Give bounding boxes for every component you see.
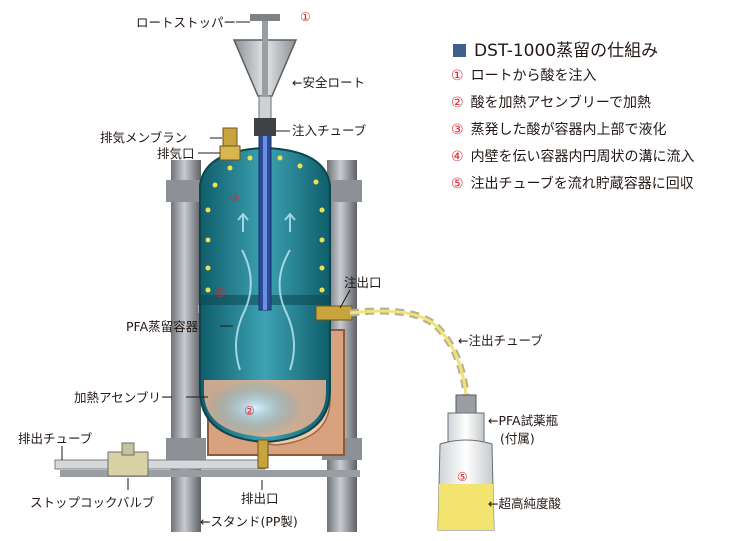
legend-item-text: 内壁を伝い容器内円周状の溝に流入: [470, 149, 695, 165]
marker-2: ②: [244, 404, 255, 418]
marker-5: ⑤: [457, 470, 468, 484]
stand-collar-bottom-left: [166, 438, 206, 460]
label-pfa-vessel: PFA蒸留容器: [126, 319, 199, 334]
label-funnel-stopper: ロートストッパー: [136, 15, 236, 30]
stopcock-valve-body: [107, 451, 149, 477]
legend-square-icon: [453, 44, 466, 57]
legend-item: ② 酸を加熱アセンブリーで加熱: [451, 93, 695, 120]
marker-1: ①: [300, 10, 311, 24]
label-pfa-bottle-line2: (付属): [500, 431, 535, 446]
marker-4: ④: [215, 286, 226, 300]
label-exhaust-port: 排気口: [157, 146, 195, 161]
legend-item-text: 注出チューブを流れ貯蔵容器に回収: [470, 176, 694, 192]
pfa-bottle: [437, 394, 495, 531]
label-exhaust-membrane: 排気メンブラン: [100, 130, 187, 145]
legend-item-text: ロートから酸を注入: [470, 68, 597, 84]
inject-tube-core: [263, 125, 267, 310]
label-heating-assembly: 加熱アセンブリー: [74, 390, 173, 405]
funnel-stopper: [262, 18, 268, 96]
legend-item-number: ①: [451, 68, 464, 84]
legend-item-text: 蒸発した酸が容器内上部で液化: [470, 122, 667, 138]
legend-item: ④ 内壁を伝い容器内円周状の溝に流入: [451, 147, 695, 174]
label-drain-port: 排出口: [241, 491, 279, 506]
funnel-stopper-cap: [250, 14, 280, 21]
label-inject-tube: 注入チューブ: [292, 123, 367, 138]
legend-item-number: ②: [451, 95, 464, 111]
legend-item: ⑤ 注出チューブを流れ貯蔵容器に回収: [451, 174, 695, 201]
label-drain-tube: 排出チューブ: [18, 431, 93, 446]
vapor-wisps: [235, 212, 296, 371]
legend-item: ① ロートから酸を注入: [451, 66, 695, 93]
marker-3: ③: [229, 191, 240, 205]
condensation-dots: [205, 155, 325, 293]
legend-item-number: ③: [451, 122, 464, 138]
legend-list: ① ロートから酸を注入 ② 酸を加熱アセンブリーで加熱 ③ 蒸発した酸が容器内上部で液…: [451, 66, 695, 201]
outlet-port: [315, 305, 353, 321]
stopcock-valve-handle: [121, 442, 135, 456]
legend-title: DST-1000蒸留の仕組み: [453, 36, 658, 61]
legend-item: ③ 蒸発した酸が容器内上部で液化: [451, 120, 695, 147]
ultra-pure-acid-liquid: [438, 484, 494, 530]
label-stopcock-valve: ストップコックバルブ: [30, 495, 155, 510]
outlet-tube: [349, 307, 470, 396]
legend-item-text: 酸を加熱アセンブリーで加熱: [470, 95, 652, 111]
stand-rod-bottom: [60, 470, 360, 477]
label-safety-funnel: ←安全ロート: [292, 75, 365, 90]
legend-title-text: DST-1000蒸留の仕組み: [474, 41, 659, 61]
label-stand: ←スタンド(PP製): [200, 514, 298, 529]
stand-collar-top-right: [322, 180, 362, 202]
label-pfa-bottle-line1: ←PFA試薬瓶: [488, 413, 558, 428]
leader-lines: [61, 21, 351, 490]
heat-glow: [207, 380, 303, 436]
funnel-fitting: [254, 118, 276, 136]
drain-assembly: [54, 439, 269, 477]
legend-item-number: ④: [451, 149, 464, 165]
legend-item-number: ⑤: [451, 176, 464, 192]
label-outlet-port: 注出口: [344, 275, 382, 290]
label-outlet-tube: ←注出チューブ: [458, 333, 543, 348]
exhaust-port: [219, 127, 241, 161]
label-ultra-pure-acid: ←超高純度酸: [488, 496, 561, 511]
stand-collar-top-left: [166, 180, 206, 202]
outlet-tube-core: [349, 309, 468, 396]
